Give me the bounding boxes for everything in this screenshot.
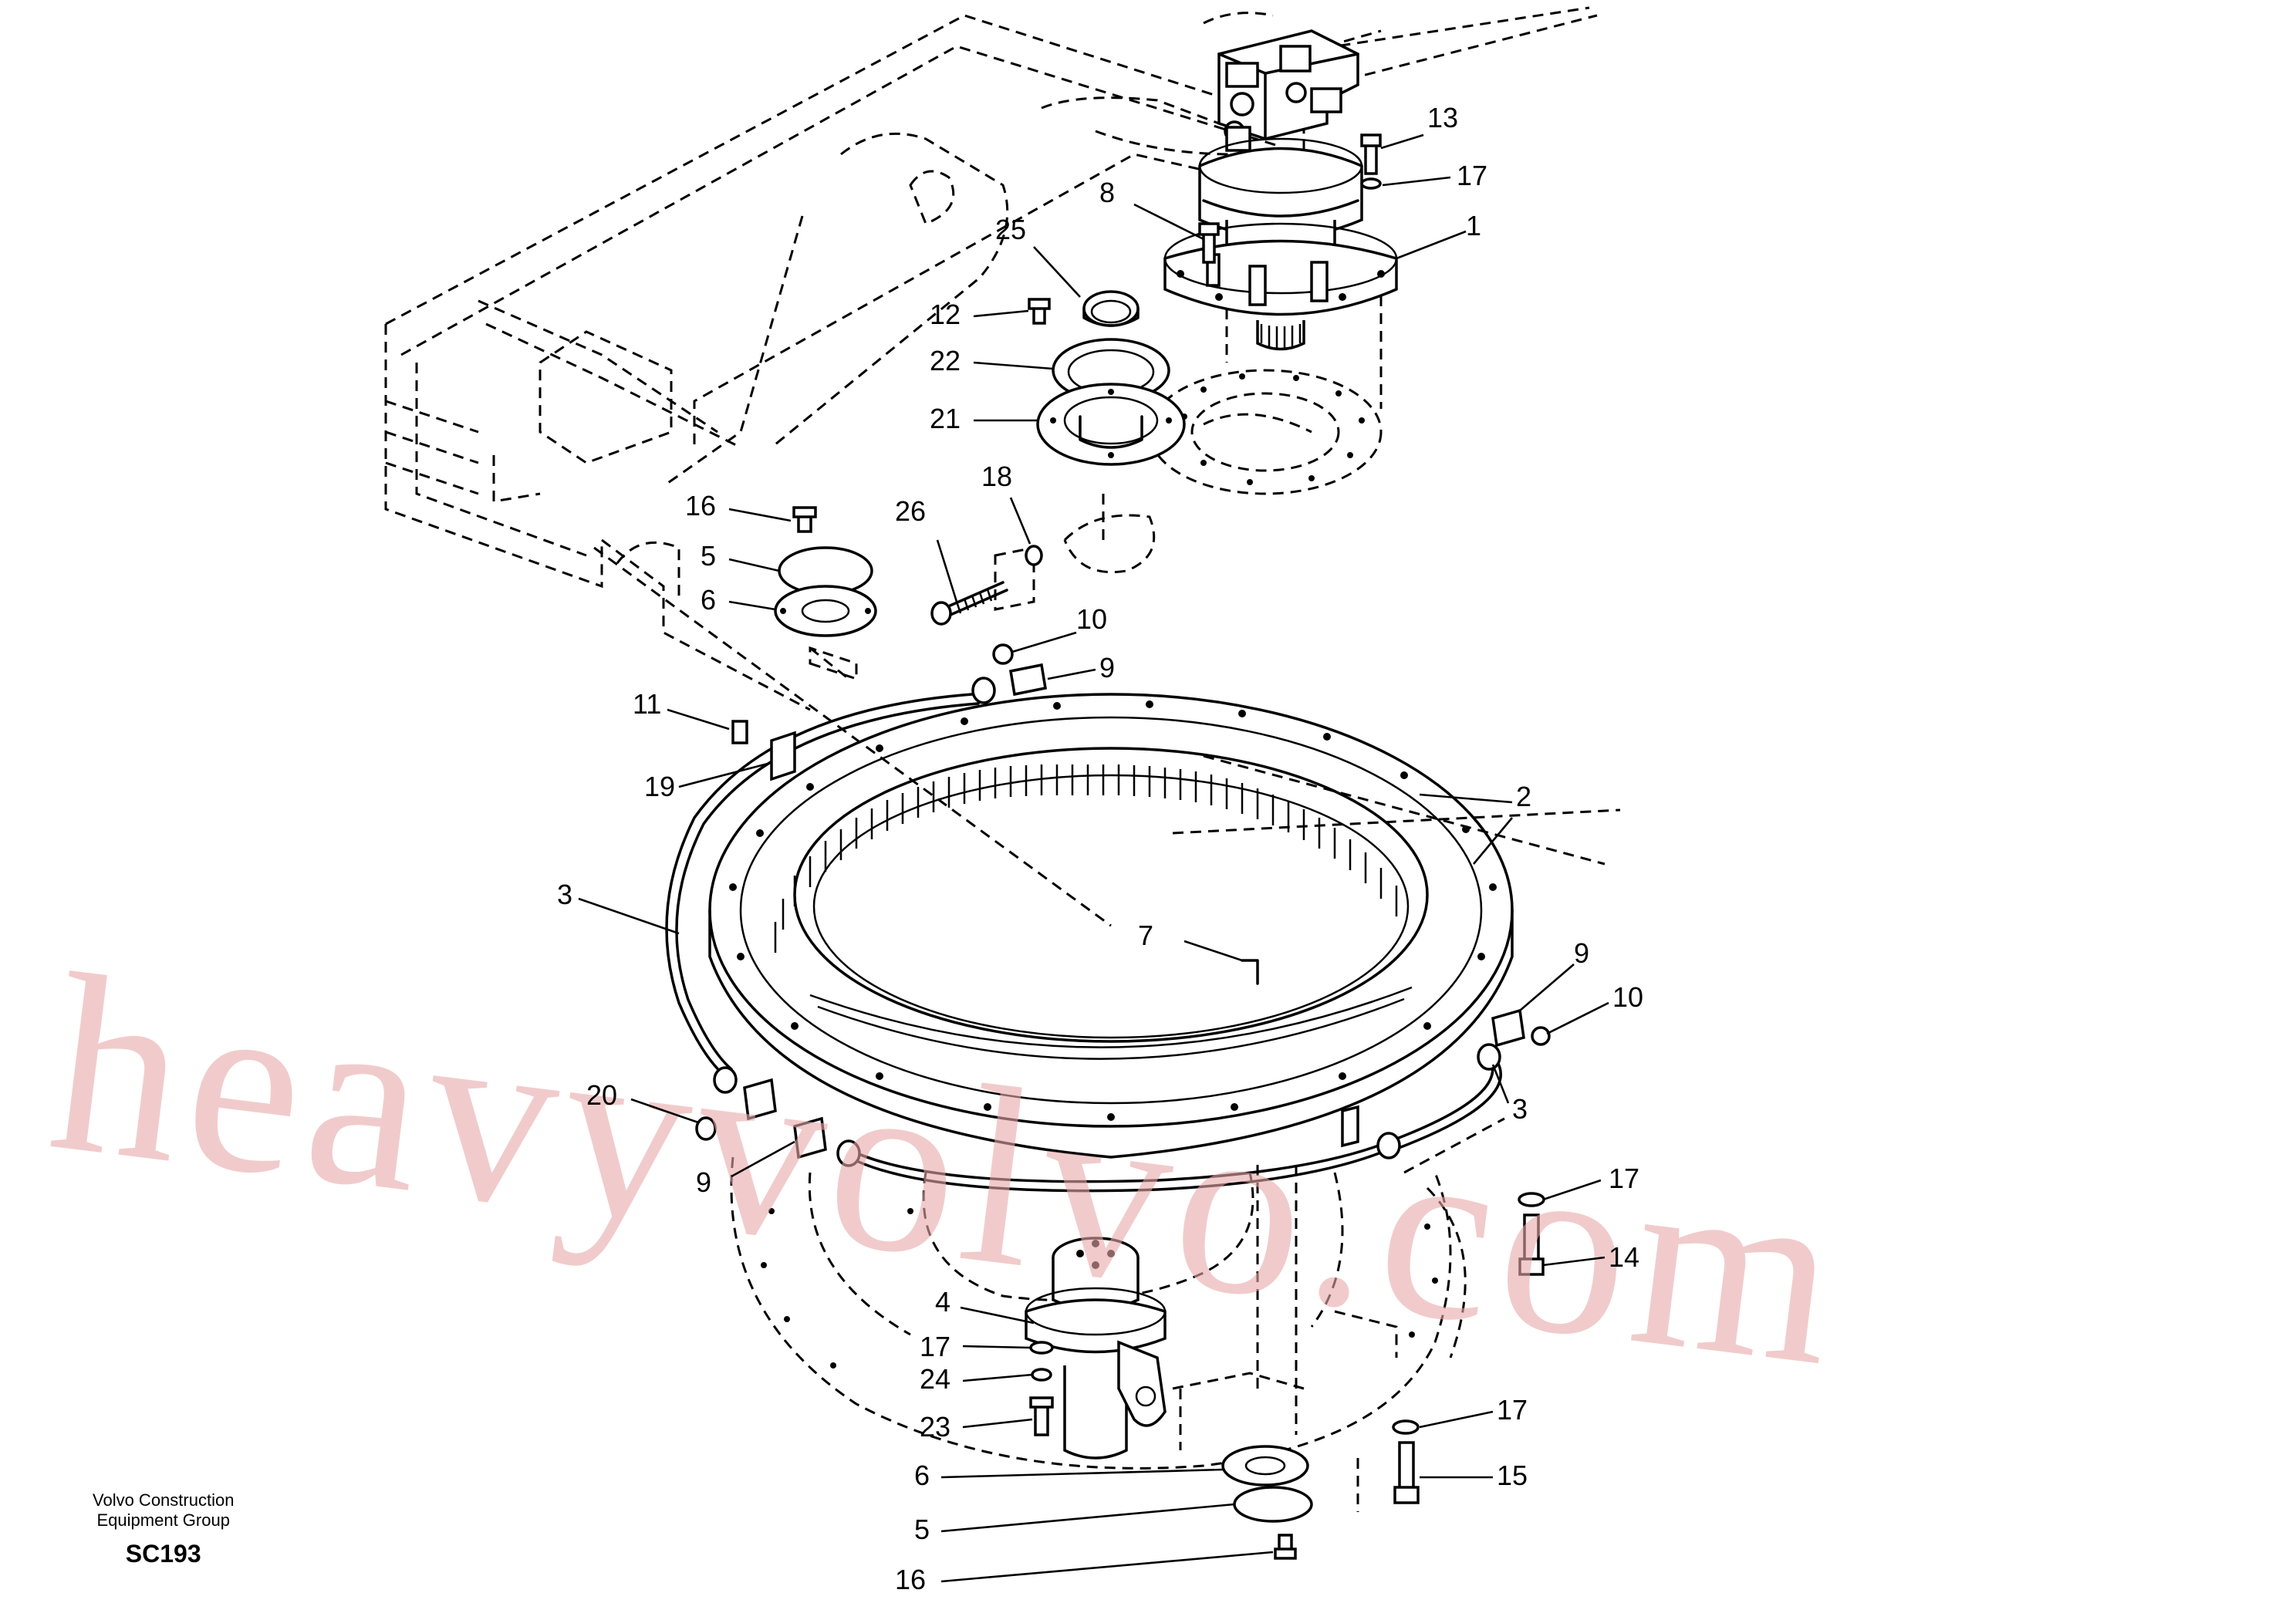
callout-label: 9 xyxy=(696,1166,711,1198)
callout-label: 17 xyxy=(920,1331,950,1362)
callout-label: 11 xyxy=(633,688,661,720)
callout-label: 1 xyxy=(1466,210,1481,241)
callout-label: 18 xyxy=(981,461,1012,492)
center-joint xyxy=(1025,1237,1167,1460)
footer: Volvo Construction Equipment Group SC193 xyxy=(93,1490,234,1568)
callout-label: 6 xyxy=(701,584,716,616)
callout-label: 12 xyxy=(930,299,961,330)
callout-label: 13 xyxy=(1427,102,1458,133)
callout-label: 23 xyxy=(920,1411,950,1443)
callout-label: 14 xyxy=(1609,1241,1639,1273)
callout-label: 3 xyxy=(1512,1093,1528,1125)
callout-label: 20 xyxy=(586,1079,617,1111)
swing-motor xyxy=(1163,29,1398,351)
callout-label: 9 xyxy=(1099,652,1115,683)
callout-label: 19 xyxy=(644,771,675,802)
callout-label: 4 xyxy=(935,1286,950,1318)
grease-fitting-bolt xyxy=(930,545,1043,626)
lower-right-bolts xyxy=(1392,1192,1545,1504)
callout-label: 7 xyxy=(1138,920,1153,951)
callout-label: 3 xyxy=(557,879,572,910)
company-name-line1: Volvo Construction xyxy=(93,1490,235,1510)
upper-cover-plate xyxy=(774,506,877,637)
upper-fittings xyxy=(971,643,1048,704)
callout-label: 17 xyxy=(1609,1163,1639,1194)
grease-hoses xyxy=(665,693,1502,1193)
callout-label: 15 xyxy=(1497,1460,1528,1491)
callout-label: 26 xyxy=(895,495,926,527)
lower-cover-plate xyxy=(1221,1445,1313,1560)
callout-label: 16 xyxy=(895,1564,926,1595)
drawing-code: SC193 xyxy=(125,1540,201,1568)
lower-left-fittings xyxy=(695,1008,1551,1159)
company-name-line2: Equipment Group xyxy=(96,1510,230,1530)
callout-label: 16 xyxy=(685,490,716,521)
callout-label: 5 xyxy=(701,540,716,572)
callout-label: 8 xyxy=(1099,177,1115,208)
callout-labels: 13 17 8 1 25 12 22 21 16 5 6 26 18 10 9 … xyxy=(557,102,1643,1595)
motor-mount-phantom xyxy=(1148,278,1383,495)
callout-label: 10 xyxy=(1076,603,1107,635)
callout-label: 17 xyxy=(1457,160,1487,191)
callout-leaders xyxy=(578,133,1609,1583)
callout-label: 5 xyxy=(914,1514,930,1545)
upper-frame-phantom xyxy=(384,6,1598,711)
callout-label: 10 xyxy=(1612,981,1643,1013)
callout-label: 2 xyxy=(1516,781,1531,812)
callout-label: 9 xyxy=(1574,937,1589,969)
callout-label: 22 xyxy=(930,345,961,376)
cover-seal-stack xyxy=(1028,290,1186,466)
callout-label: 21 xyxy=(930,403,961,434)
swing-ring-bearing xyxy=(708,693,1514,1159)
callout-label: 17 xyxy=(1497,1394,1528,1426)
callout-label: 6 xyxy=(914,1460,930,1491)
callout-label: 24 xyxy=(920,1363,950,1395)
callout-label: 25 xyxy=(995,214,1026,245)
